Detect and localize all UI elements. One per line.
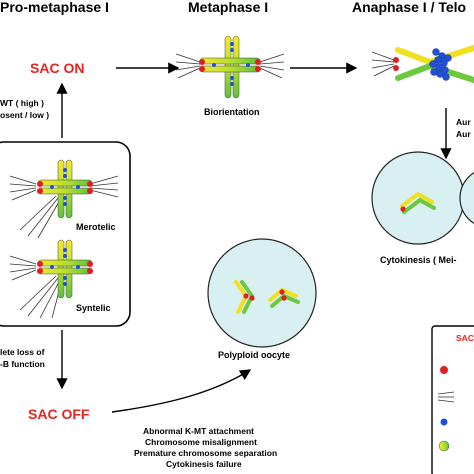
condition-upper-line1: WT ( high ) <box>0 98 44 108</box>
aurora-label-1: Aur <box>456 117 471 127</box>
polyploid-oocyte <box>207 238 317 348</box>
merotelic-chromosome <box>9 159 119 239</box>
sac-on-label: SAC ON <box>30 60 85 76</box>
cytokinesis-label: Cytokinesis ( Mei- <box>380 255 457 265</box>
arrow-sac-off-to-polyploid <box>111 369 252 413</box>
condition-lower-line2: -B function <box>0 359 45 369</box>
legend-title: SAC <box>456 333 474 343</box>
merotelic-label: Merotelic <box>76 222 116 232</box>
syntelic-chromosome <box>9 239 93 319</box>
syntelic-label: Syntelic <box>76 303 111 313</box>
defect-3: Premature chromosome separation <box>134 448 278 458</box>
header-prometaphase: Pro-metaphase I <box>0 0 109 15</box>
defect-1: Abnormal K-MT attachment <box>143 426 254 436</box>
condition-upper-line2: osent / low ) <box>0 110 50 120</box>
biorientation-label: Biorientation <box>204 107 260 117</box>
polyploid-label: Polyploid oocyte <box>218 350 291 360</box>
legend-box <box>431 325 474 474</box>
header-metaphase: Metaphase I <box>188 0 269 15</box>
bioriented-chromosome <box>175 35 285 99</box>
anaphase-chromosome <box>371 45 474 83</box>
sac-off-label: SAC OFF <box>28 406 90 422</box>
condition-lower-line1: lete loss of <box>0 347 45 357</box>
defect-4: Cytokinesis failure <box>166 459 242 469</box>
aurora-label-2: Aur <box>456 129 471 139</box>
cytokinesis-oocytes <box>371 151 474 245</box>
header-anaphase: Anaphase I / Telo <box>352 0 467 15</box>
error-attachment-box <box>0 141 131 327</box>
defect-2: Chromosome misalignment <box>145 437 257 447</box>
